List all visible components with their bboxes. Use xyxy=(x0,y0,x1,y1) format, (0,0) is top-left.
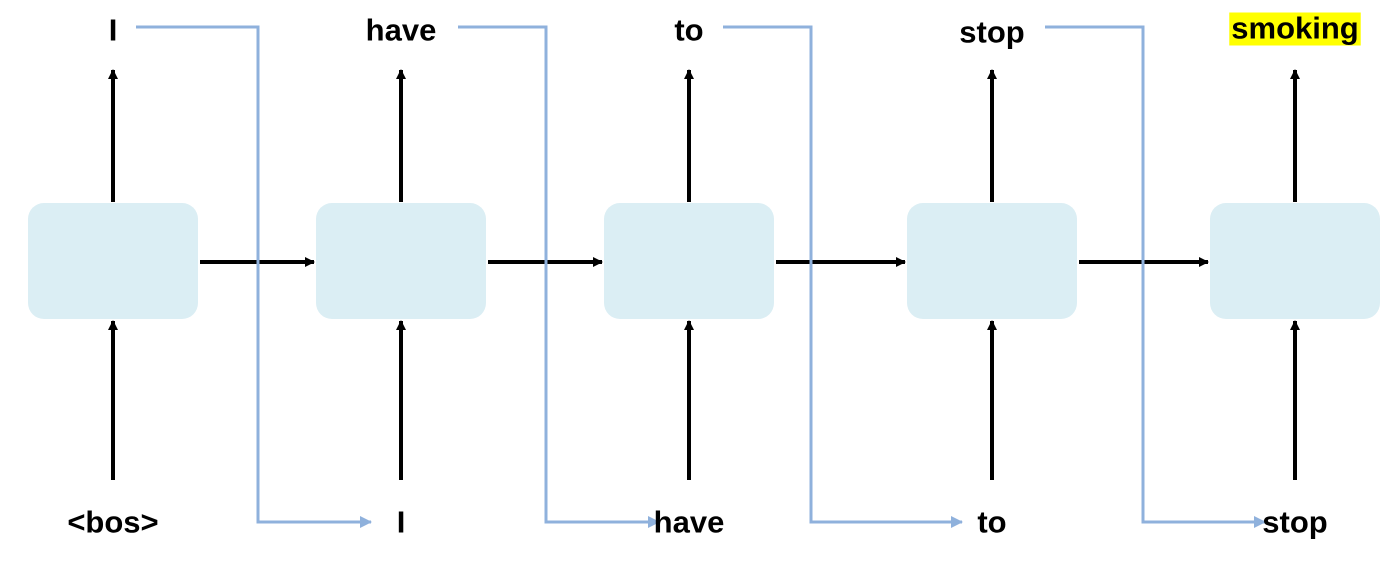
output-token: I xyxy=(109,13,118,48)
rnn-cells xyxy=(28,203,1380,319)
input-token: stop xyxy=(1262,505,1327,540)
input-token: have xyxy=(654,505,725,540)
input-token: I xyxy=(397,505,406,540)
feedback-connector xyxy=(723,25,963,528)
rnn-cell xyxy=(316,203,486,319)
highlight-marker xyxy=(1229,12,1361,46)
feedback-connector xyxy=(458,25,660,528)
rnn-cell xyxy=(1210,203,1380,319)
vertical-arrows xyxy=(108,69,1300,480)
output-token: have xyxy=(366,13,437,48)
feedback-connector xyxy=(1045,25,1266,528)
output-token: stop xyxy=(959,15,1024,50)
input-token: <bos> xyxy=(67,505,158,540)
feedback-connectors xyxy=(136,25,1266,528)
output-token: smoking xyxy=(1231,11,1358,46)
rnn-cell xyxy=(907,203,1077,319)
rnn-cell xyxy=(28,203,198,319)
feedback-connector xyxy=(136,25,372,528)
rnn-cell xyxy=(604,203,774,319)
input-token: to xyxy=(977,505,1006,540)
output-token: to xyxy=(674,13,703,48)
